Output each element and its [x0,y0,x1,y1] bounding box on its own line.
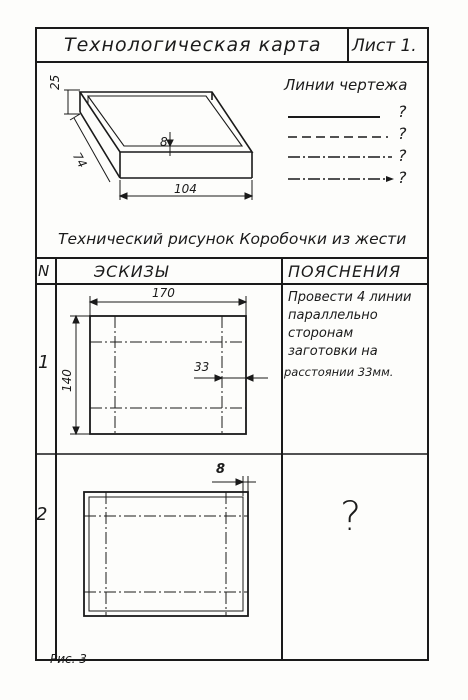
box-isometric [78,91,254,179]
header-notes: ПОЯСНЕНИЯ [288,262,402,281]
legend-mark-4: ? [398,168,407,187]
sheet-number: Лист 1. [352,36,417,56]
dim-width-label: 104 [174,182,197,196]
row-2-note: ? [340,494,362,540]
row-1-dim-w: 170 [152,286,175,300]
sketch-1 [70,296,268,436]
dim-rim [166,132,174,156]
row-1-dim-h: 140 [60,369,74,392]
outer-frame [35,27,429,661]
legend-mark-3: ? [398,146,407,165]
row-1-note-2: параллельно [288,308,378,323]
dim-height [64,89,80,115]
drawing-caption: Технический рисунок Коробочки из жести [58,230,407,248]
row-2-dim-rim: 8 [216,462,226,477]
page-title: Технологическая карта [64,34,322,56]
dim-rim-label: 8 [160,135,168,149]
row-2-num: 2 [36,504,48,525]
row-1-note-4: заготовки на [288,344,378,359]
legend-title: Линии чертежа [284,76,408,94]
legend-lines [288,116,394,182]
row-1-dim-off: 33 [194,360,210,374]
row-1-note-1: Провести 4 линии [288,290,412,305]
row-1-note-5: расстоянии 33мм. [284,365,394,379]
header-num: N [38,262,50,280]
row-1-note-3: сторонам [288,326,354,341]
dim-depth [69,113,111,183]
figure-label: Рис. 3 [50,652,87,666]
header-sketches: ЭСКИЗЫ [94,262,170,281]
sketch-2 [83,476,256,617]
dim-width [118,180,254,200]
legend-mark-2: ? [398,124,407,143]
dim-height-label: 25 [48,74,62,90]
legend-mark-1: ? [398,102,407,121]
row-1-num: 1 [38,352,50,373]
